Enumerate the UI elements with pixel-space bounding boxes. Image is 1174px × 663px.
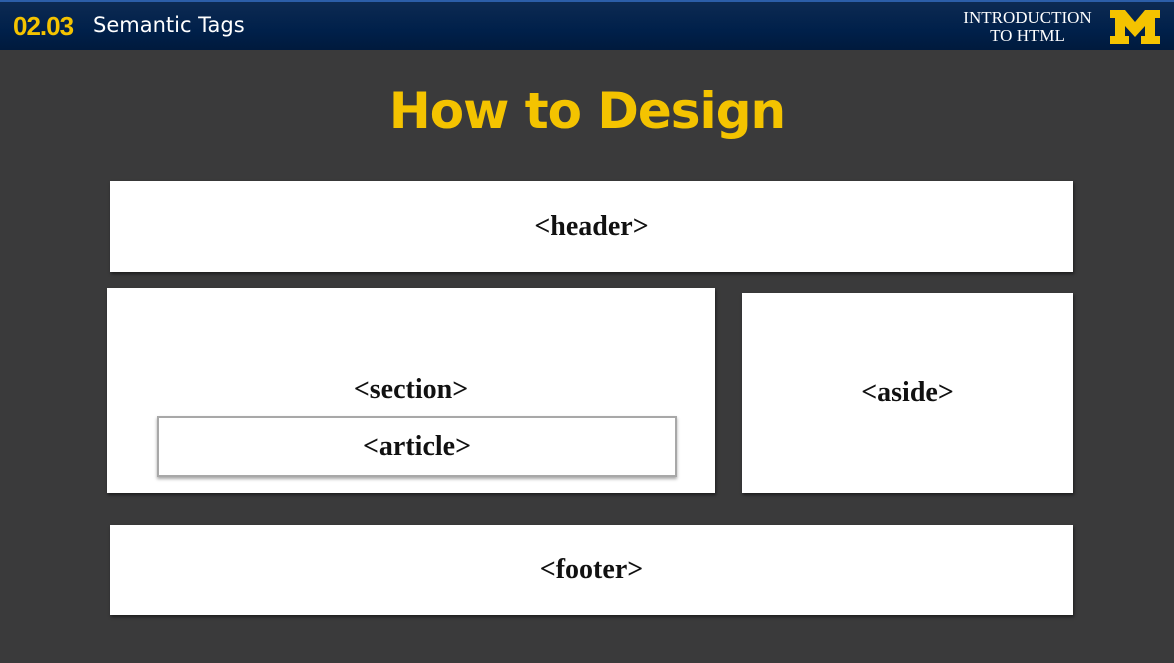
michigan-block-m-icon <box>1110 10 1160 44</box>
section-box: <section> <article> <box>107 288 715 493</box>
article-label: <article> <box>362 430 472 462</box>
lesson-title: Semantic Tags <box>93 13 245 37</box>
course-name-line2: TO HTML <box>990 26 1065 45</box>
slide-title: How to Design <box>388 82 786 140</box>
section-label: <section> <box>353 374 469 405</box>
footer-label: <footer> <box>539 554 644 585</box>
header-label: <header> <box>534 210 649 242</box>
article-box: <article> <box>157 416 677 477</box>
aside-label: <aside> <box>861 377 954 408</box>
course-name: INTRODUCTION TO HTML <box>955 9 1100 45</box>
aside-box: <aside> <box>742 293 1073 493</box>
lesson-number: 02.03 <box>13 11 74 41</box>
top-banner: 02.03 Semantic Tags INTRODUCTION TO HTML <box>0 0 1174 50</box>
footer-box: <footer> <box>110 525 1073 615</box>
course-name-line1: INTRODUCTION <box>963 8 1092 27</box>
header-box: <header> <box>110 181 1073 272</box>
